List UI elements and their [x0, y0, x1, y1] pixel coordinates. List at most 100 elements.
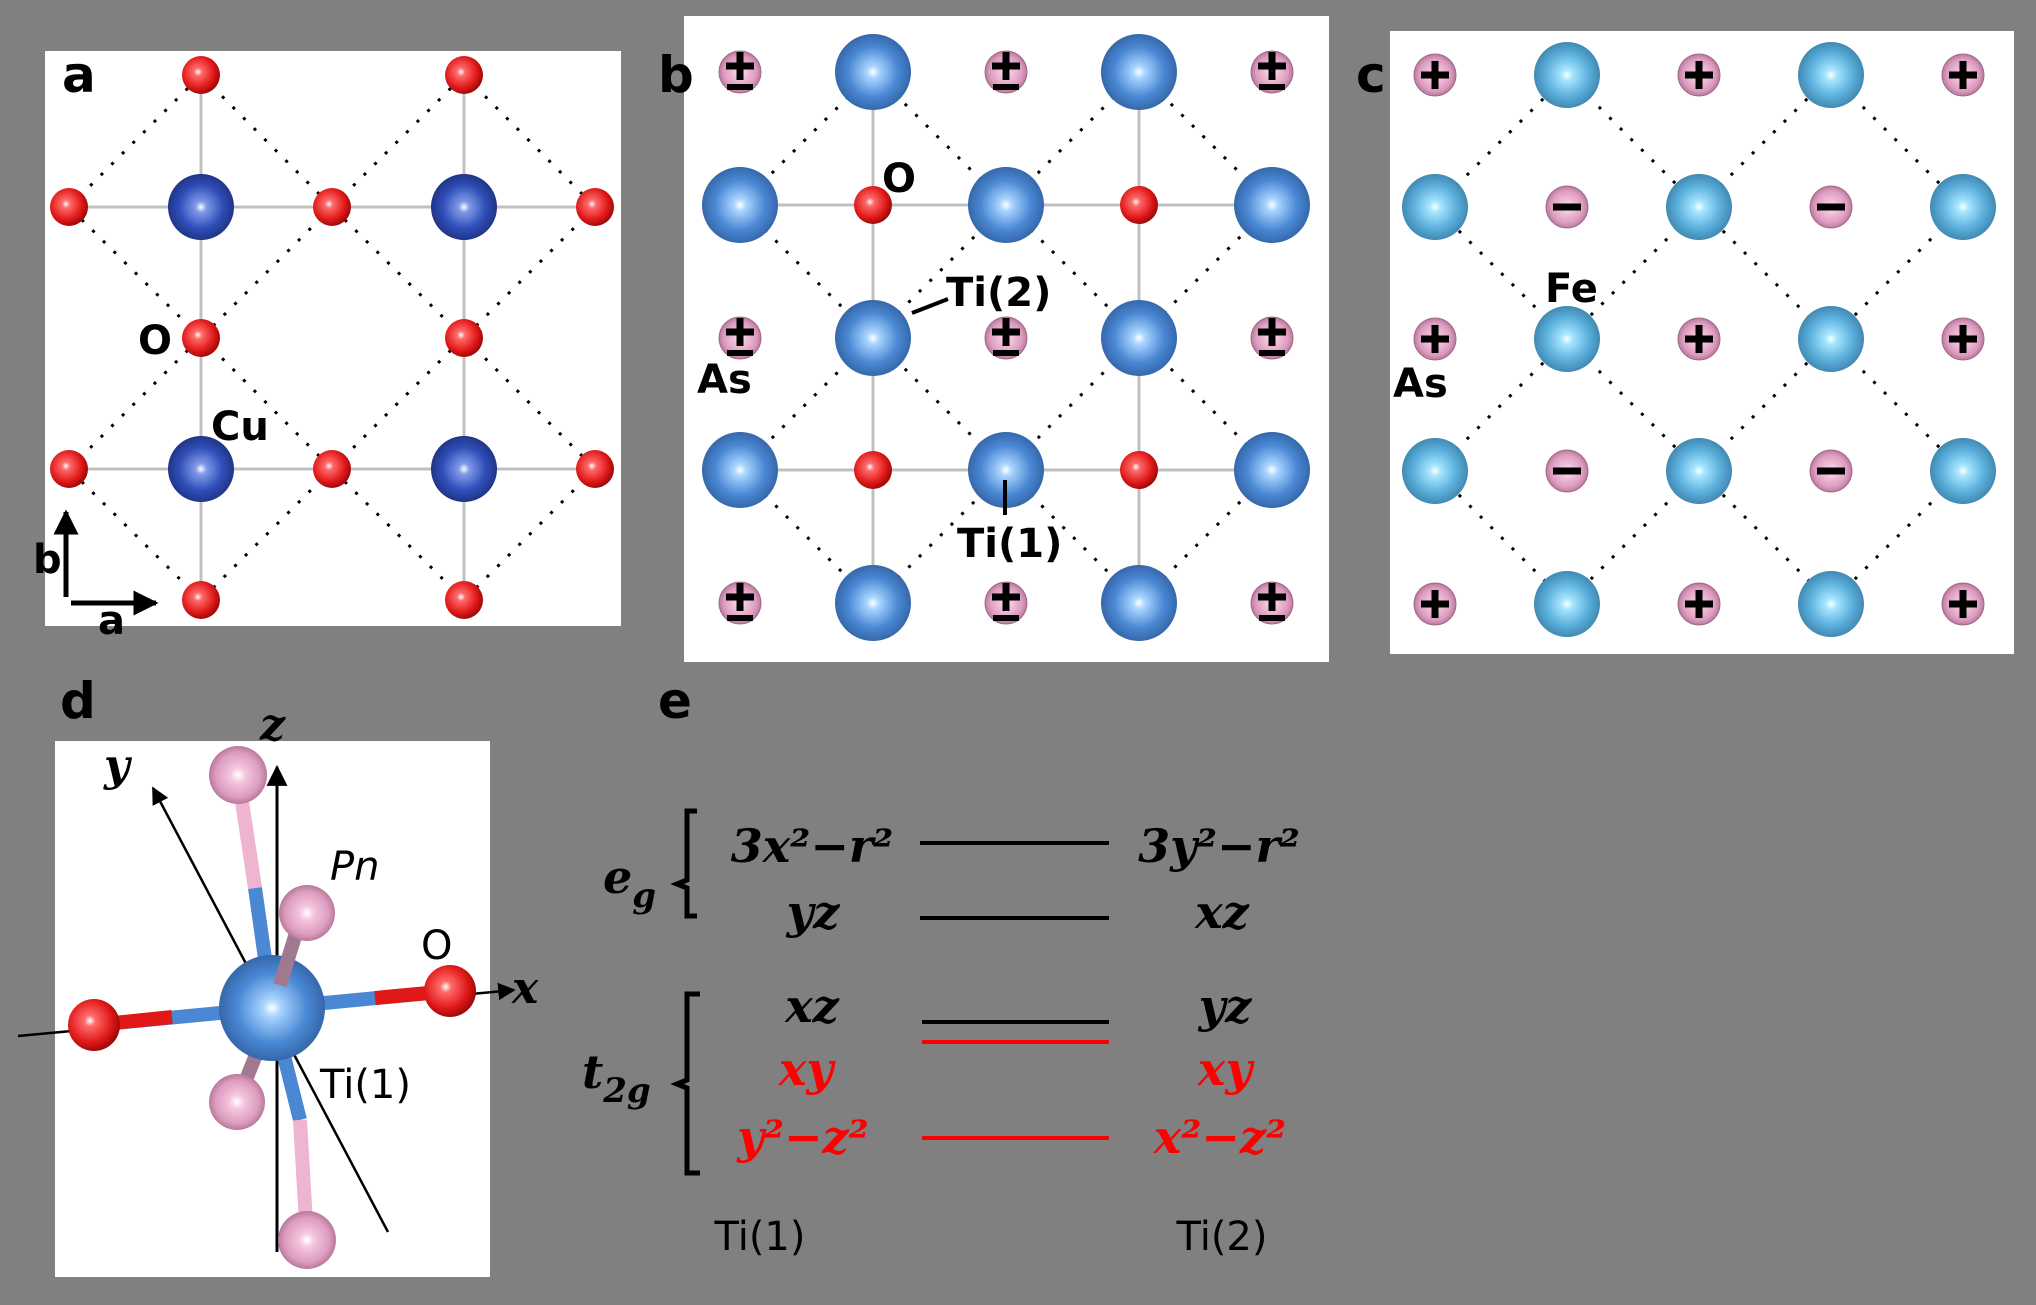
as-ion-plus — [1677, 582, 1721, 626]
panel-d: d z y x Pn O Ti(1) — [17, 672, 539, 1277]
o-atom — [854, 186, 892, 224]
panel-label-d: d — [60, 672, 96, 730]
fe-atom — [1534, 571, 1600, 637]
orbital-right-4: xy — [1197, 1042, 1255, 1096]
atom-label-Ti2: Ti(2) — [946, 270, 1051, 316]
fe-atom — [1666, 174, 1732, 240]
atom-label-O: O — [421, 923, 452, 969]
o-atom — [576, 450, 614, 488]
panel-label-c: c — [1356, 46, 1386, 104]
ti-atom — [835, 34, 911, 110]
as-ion-plus — [1413, 317, 1457, 361]
orbital-left-3: xz — [784, 979, 839, 1033]
o-atom — [445, 319, 483, 357]
as-ion-plus — [1677, 53, 1721, 97]
axis-label-z: z — [259, 700, 286, 751]
orbital-left-4: xy — [778, 1042, 836, 1096]
atom-label-Fe: Fe — [1545, 266, 1598, 312]
atom-label-Ti1: Ti(1) — [319, 1062, 411, 1108]
o-atom-left — [68, 999, 120, 1051]
fe-atom — [1402, 174, 1468, 240]
panel-e: e eg t2g 3x²−r² 3y²−r² yz xz xz yz xy xy… — [582, 672, 1300, 1260]
fe-atom — [1534, 306, 1600, 372]
as-ion — [1250, 581, 1294, 625]
fe-atom — [1930, 174, 1996, 240]
o-atom — [182, 56, 220, 94]
panel-label-e: e — [658, 672, 692, 730]
as-ion — [718, 50, 762, 94]
o-atom — [445, 581, 483, 619]
panel-a-background — [45, 51, 621, 626]
as-ion-minus — [1545, 449, 1589, 493]
ti2-leader-line — [911, 297, 949, 315]
atom-label-As: As — [1393, 361, 1448, 407]
eg-label: eg — [603, 850, 656, 916]
fe-atom — [1534, 42, 1600, 108]
panel-label-b: b — [658, 46, 694, 104]
orbital-right-5: x²−z² — [1153, 1110, 1286, 1164]
ti-atom — [835, 565, 911, 641]
atom-label-Ti1: Ti(1) — [957, 521, 1062, 567]
ti-atom — [1101, 565, 1177, 641]
as-ion — [984, 50, 1028, 94]
o-atom — [182, 319, 220, 357]
ti-atom — [1101, 34, 1177, 110]
ti1-atom — [219, 955, 325, 1061]
panel-a-dashed-bonds — [67, 73, 597, 602]
orbital-right-3: yz — [1198, 979, 1253, 1033]
cu-atom — [168, 436, 234, 502]
as-ion — [718, 581, 762, 625]
ti-atom — [1234, 432, 1310, 508]
fe-atom — [1666, 438, 1732, 504]
as-ion-plus — [1413, 53, 1457, 97]
as-ion-minus — [1809, 185, 1853, 229]
as-ion — [984, 581, 1028, 625]
orbital-left-1: 3x²−r² — [731, 819, 894, 873]
pn-atom-bottom — [278, 1211, 336, 1269]
o-atom — [50, 450, 88, 488]
as-ion-minus — [1809, 449, 1853, 493]
o-atom — [1120, 186, 1158, 224]
fe-atom — [1798, 571, 1864, 637]
as-ion-plus — [1941, 317, 1985, 361]
o-atom — [50, 188, 88, 226]
cu-atom — [431, 174, 497, 240]
ti-atom — [1101, 300, 1177, 376]
panel-c-atoms — [1402, 42, 1996, 637]
atom-label-Cu: Cu — [211, 404, 269, 450]
panel-c: c Fe As — [1356, 31, 2014, 654]
fe-atom — [1402, 438, 1468, 504]
panel-a: a O Cu b a — [33, 46, 621, 644]
axis-label-x: x — [511, 963, 539, 1014]
ti-atom — [1234, 167, 1310, 243]
eg-bracket — [670, 808, 697, 919]
o-atom — [1120, 451, 1158, 489]
axis-a-label: a — [98, 598, 125, 644]
panel-a-atoms — [50, 56, 614, 619]
axis-label-y: y — [103, 740, 133, 791]
panel-b: b O As Ti(2) Ti(1) — [658, 16, 1329, 662]
o-atom — [182, 581, 220, 619]
pn-atom-top — [209, 746, 267, 804]
orbital-right-2: xz — [1194, 885, 1249, 939]
o-atom — [854, 451, 892, 489]
as-ion-minus — [1545, 185, 1589, 229]
column-label-ti2: Ti(2) — [1176, 1214, 1268, 1260]
as-ion — [1250, 50, 1294, 94]
fe-atom — [1798, 306, 1864, 372]
o-atom — [313, 188, 351, 226]
column-label-ti1: Ti(1) — [714, 1214, 806, 1260]
orbital-left-5: y²−z² — [736, 1110, 869, 1164]
atom-label-Pn: Pn — [330, 844, 379, 890]
as-ion — [984, 316, 1028, 360]
as-ion-plus — [1413, 582, 1457, 626]
t2g-label: t2g — [582, 1045, 651, 1111]
o-atom — [313, 450, 351, 488]
ti-atom — [702, 432, 778, 508]
o-atom — [445, 56, 483, 94]
axis-b-label: b — [33, 537, 62, 583]
ti-atom — [702, 167, 778, 243]
t2g-bracket — [670, 991, 700, 1176]
ti-atom — [835, 300, 911, 376]
